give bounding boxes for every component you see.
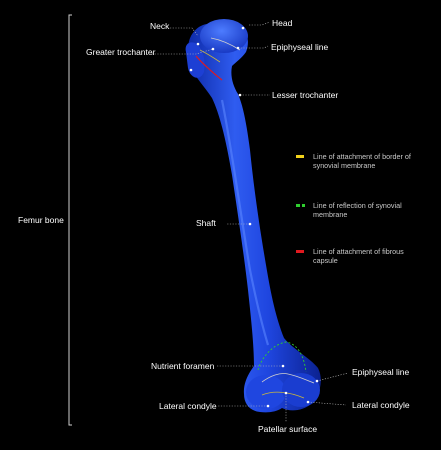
legend-swatch-fibrous-capsule [296, 250, 304, 253]
greater-trochanter-label: Greater trochanter [86, 47, 156, 57]
femur-bone [185, 19, 321, 413]
lateral-condyle-right-label: Lateral condyle [352, 400, 410, 410]
neck-label: Neck [150, 21, 170, 31]
legend-swatch-synovial-reflection [296, 204, 305, 207]
nutrient-foramen-label: Nutrient foramen [151, 361, 215, 371]
legend-text-synovial-border: Line of attachment of border of synovial… [313, 152, 411, 170]
patellar-surface-label: Patellar surface [258, 424, 318, 434]
synovial-border-line-bottom [261, 391, 305, 399]
shaft-label: Shaft [196, 218, 216, 228]
femur-bracket [68, 14, 72, 426]
femur-bone-label: Femur bone [18, 215, 64, 225]
fibrous-capsule-line-top [195, 55, 223, 81]
condyle-left-shape [246, 375, 286, 409]
epiphyseal-line-bottom [261, 373, 315, 384]
legend-swatch-synovial-border [296, 155, 304, 158]
head-label: Head [272, 18, 293, 28]
lateral-condyle-left-label: Lateral condyle [159, 401, 217, 411]
legend-text-synovial-reflection: Line of reflection of synovial membrane [313, 201, 402, 219]
anchor-dots [189, 26, 319, 408]
bone-highlight [220, 99, 270, 346]
synovial-reflection-line-bottom [257, 341, 307, 373]
lesser-trochanter-label: Lesser trochanter [272, 90, 339, 100]
epiphyseal-line-bottom-label: Epiphyseal line [352, 367, 410, 377]
legend-text-fibrous-capsule: Line of attachment of fibrous capsule [313, 247, 404, 265]
femur-shaft-shape [188, 19, 321, 413]
leader-lines [152, 21, 349, 422]
epiphyseal-line-top-label: Epiphyseal line [271, 42, 329, 52]
femoral-head-shape [200, 19, 248, 53]
synovial-border-line-top [199, 49, 221, 63]
